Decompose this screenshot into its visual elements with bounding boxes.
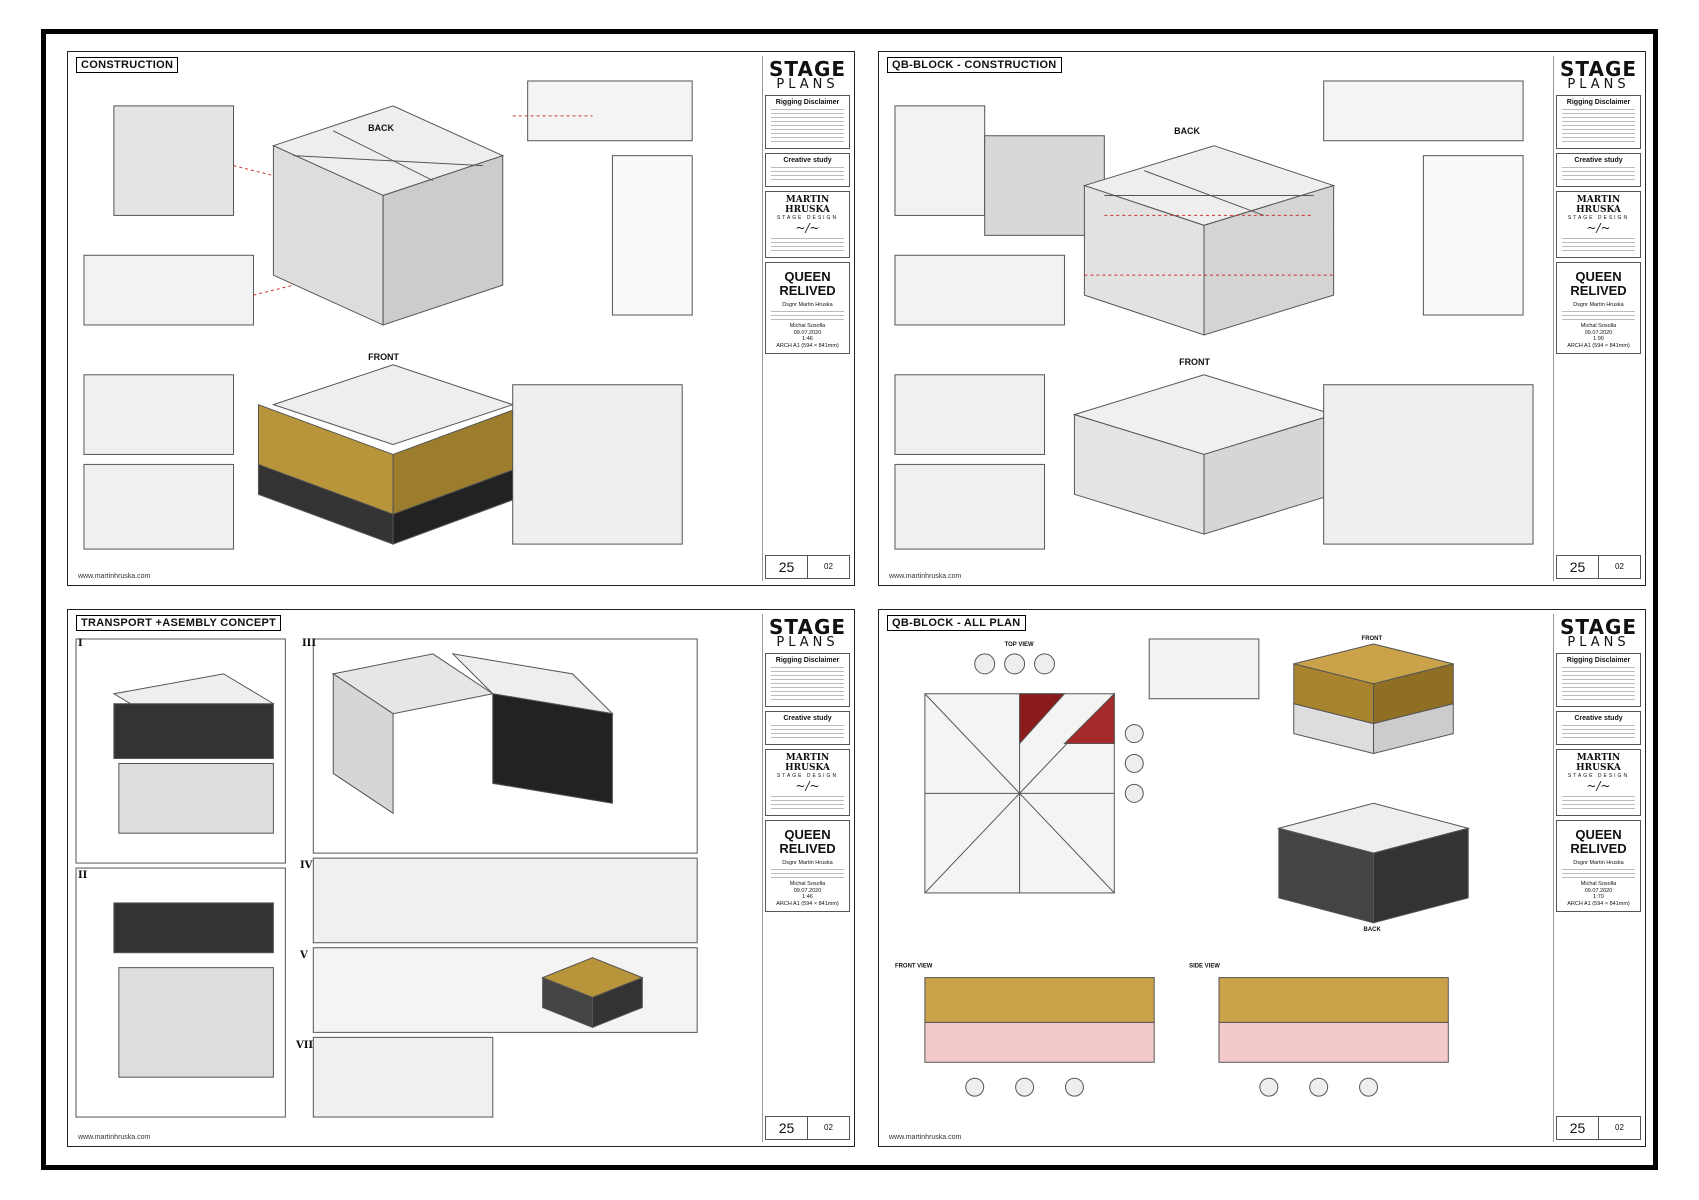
creative-title: Creative study (783, 157, 832, 165)
disclaimer-title: Rigging Disclaimer (1566, 657, 1631, 665)
qb-construction-drawing: BACK FRONT (885, 76, 1547, 565)
brand-name: MARTIN HRUSKA (785, 753, 830, 774)
creative-title: Creative study (783, 715, 832, 723)
step-label: III (302, 638, 317, 649)
disclaimer-title: Rigging Disclaimer (775, 657, 840, 665)
signature: ~/~ (1586, 779, 1611, 794)
disclaimer-title: Rigging Disclaimer (775, 99, 840, 107)
sheet-title: CONSTRUCTION (76, 57, 179, 73)
label-back: BACK (1174, 126, 1200, 136)
step-label: VII (296, 1040, 314, 1051)
sheet-title: QB-BLOCK - CONSTRUCTION (887, 57, 1062, 73)
brand-name: MARTIN HRUSKA (785, 195, 830, 216)
step-label: V (300, 950, 308, 961)
brand-name: MARTIN HRUSKA (1576, 195, 1621, 216)
creative-title: Creative study (1574, 715, 1623, 723)
signature: ~/~ (795, 221, 820, 236)
sheet-qb-construction: QB-BLOCK - CONSTRUCTION (878, 51, 1646, 586)
label-top-view: TOP VIEW (1005, 642, 1034, 648)
sheet-transport-assembly: TRANSPORT +ASEMBLY CONCEPT (67, 609, 855, 1147)
website-url[interactable]: www.martinhruska.com (78, 573, 151, 580)
creative-title: Creative study (1574, 157, 1623, 165)
label-side-view: SIDE VIEW (1189, 964, 1220, 970)
label-front: FRONT (1362, 636, 1383, 642)
sheet-qb-all-plan: QB-BLOCK - ALL PLAN (878, 609, 1646, 1147)
label-back: BACK (1364, 927, 1382, 933)
sheet-construction: CONSTRUCTION (67, 51, 855, 586)
signature: ~/~ (795, 779, 820, 794)
label-front-view: FRONT VIEW (895, 964, 933, 970)
transport-drawing: I II III IV V VII (74, 634, 756, 1126)
all-plan-drawing: TOP VIEW FRONT VIEW SIDE VIEW FRONT BACK (885, 634, 1547, 1126)
sheet-title: TRANSPORT +ASEMBLY CONCEPT (76, 615, 282, 631)
step-label: II (78, 870, 88, 881)
drawing-frame: CONSTRUCTION (41, 29, 1658, 1170)
label-front: FRONT (368, 352, 399, 362)
website-url[interactable]: www.martinhruska.com (889, 573, 962, 580)
step-label: I (78, 638, 83, 649)
disclaimer-title: Rigging Disclaimer (1566, 99, 1631, 107)
brand-name: MARTIN HRUSKA (1576, 753, 1621, 774)
step-label: IV (300, 860, 313, 871)
sheet-title: QB-BLOCK - ALL PLAN (887, 615, 1026, 631)
label-front: FRONT (1179, 357, 1210, 367)
signature: ~/~ (1586, 221, 1611, 236)
construction-drawing: BACK FRONT (74, 76, 756, 565)
label-back: BACK (368, 123, 394, 133)
website-url[interactable]: www.martinhruska.com (889, 1134, 962, 1141)
website-url[interactable]: www.martinhruska.com (78, 1134, 151, 1141)
